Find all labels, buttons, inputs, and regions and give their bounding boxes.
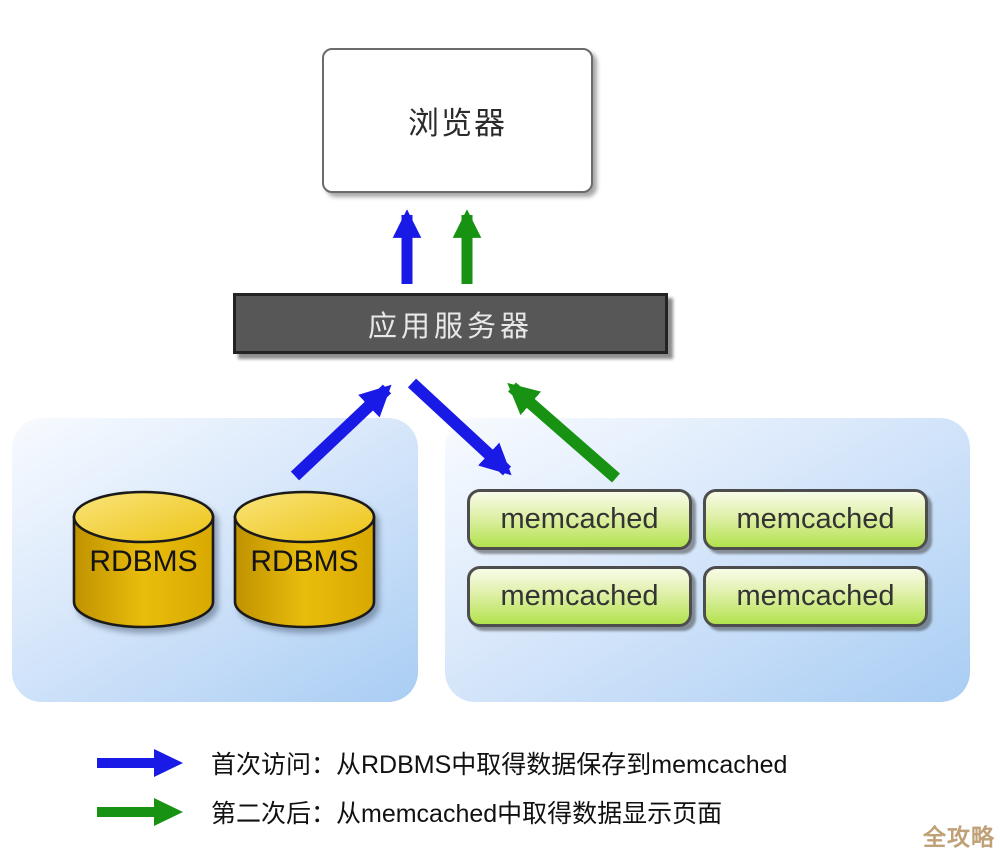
green-arrow-icon [97,798,183,826]
app-server-node: 应用服务器 [233,293,668,354]
memcached-label: memcached [500,503,659,535]
database-cylinder-icon [233,490,376,629]
browser-node: 浏览器 [322,48,593,193]
memcached-node-4: memcached [703,566,928,627]
rdbms-node-1: RDBMS [72,490,215,631]
legend-first-access-text: 首次访问：从RDBMS中取得数据保存到memcached [211,751,788,779]
memcached-node-2: memcached [703,489,928,550]
memcached-label: memcached [500,580,659,612]
legend-first-access: 首次访问：从RDBMS中取得数据保存到memcached [97,747,787,779]
app-server-label: 应用服务器 [367,310,533,343]
legend-second-access: 第二次后：从memcached中取得数据显示页面 [97,796,722,828]
blue-arrow-icon [97,749,183,777]
rdbms-label: RDBMS [89,545,198,578]
memcached-label: memcached [736,580,895,612]
memcached-node-1: memcached [467,489,692,550]
rdbms-node-2: RDBMS [233,490,376,631]
database-cylinder-icon [72,490,215,629]
memcached-node-3: memcached [467,566,692,627]
legend-second-access-text: 第二次后：从memcached中取得数据显示页面 [211,800,723,828]
browser-label: 浏览器 [408,106,507,141]
rdbms-label: RDBMS [250,545,359,578]
memcached-group-panel [445,418,970,702]
memcached-label: memcached [736,503,895,535]
watermark: 全攻略 [923,824,995,850]
